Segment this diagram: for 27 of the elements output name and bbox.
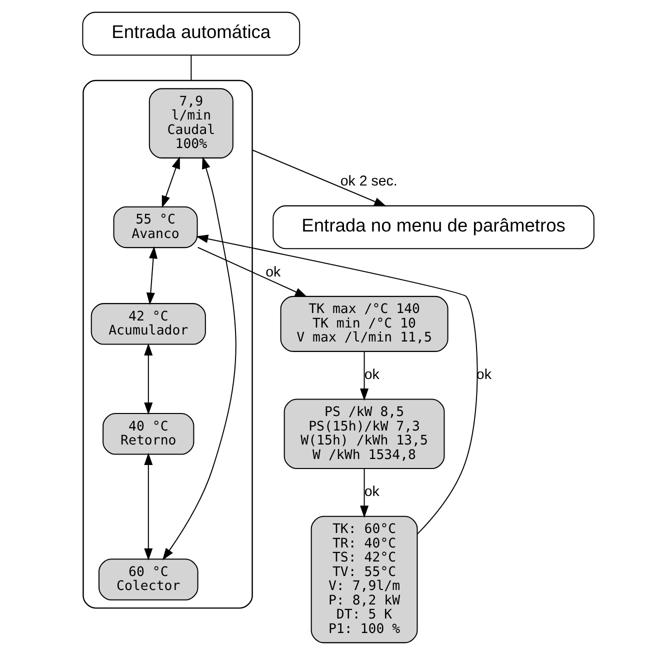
arrow (360, 468, 368, 518)
cluster (82, 80, 252, 609)
edge-label: ok (364, 484, 379, 500)
connector (190, 55, 192, 81)
edge-label: ok (364, 367, 379, 384)
arrow (162, 156, 236, 560)
arrow (252, 150, 386, 206)
node-box: TK: 60°C TR: 40°C TS: 42°C TV: 55°C V: 7,9l/m P: 8,2 kW DT: 5 K P1: 100 % (310, 516, 418, 644)
node-box: 55 °C Avanco (112, 206, 198, 248)
arrow (146, 246, 158, 305)
node-box: 40 °C Retorno (102, 413, 194, 455)
arrow (144, 343, 152, 415)
node-box: Entrada automática (82, 12, 300, 56)
node-box: TK max /°C 140 TK min /°C 10 V max /l/min 11,5 (280, 296, 448, 352)
node-box: PS /kW 8,5 PS(15h)/kW 7,3 W(15h) /kWh 13,5 W /kWh 1534,8 (283, 398, 444, 470)
node-box: Entrada no menu de parâmetros (272, 205, 594, 250)
arrow (195, 234, 478, 534)
arrow (360, 352, 368, 401)
edge-label: ok 2 sec. (340, 174, 397, 190)
arrow (197, 246, 307, 298)
node-box: 7,9 l/min Caudal 100% (148, 88, 233, 158)
edge-label: ok (265, 264, 280, 280)
arrow (144, 452, 152, 561)
node-box: 60 °C Colector (98, 558, 198, 600)
edge-label: ok (476, 367, 491, 384)
arrow (161, 156, 180, 208)
node-box: 42 °C Acumulador (90, 303, 206, 345)
